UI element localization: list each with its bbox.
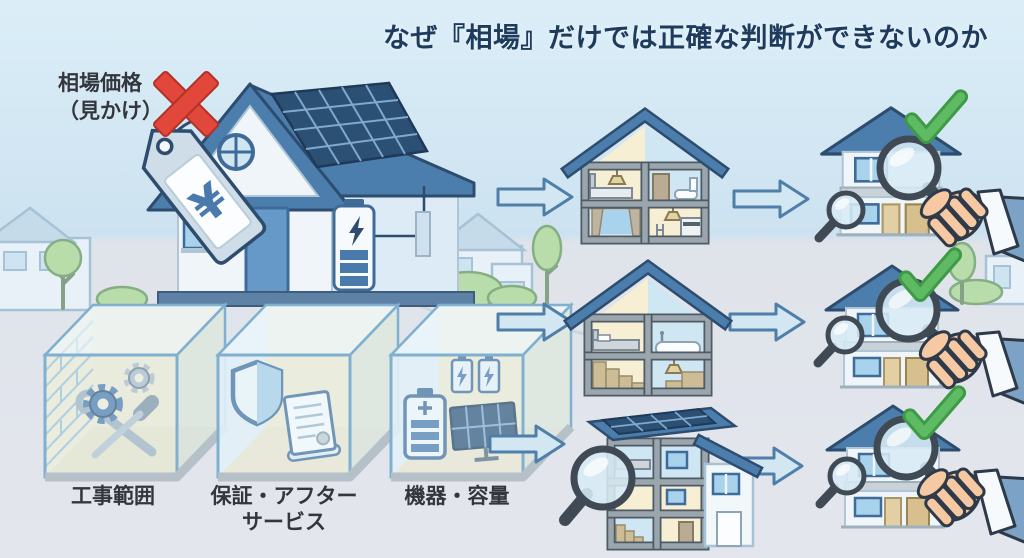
inspection-scene-3 (820, 388, 1024, 558)
factor-label-warranty: 保証・アフター サービス (210, 484, 358, 534)
arrow-icon (728, 302, 806, 342)
cross-section-house-1 (559, 106, 731, 245)
screwdriver-icon (91, 395, 159, 459)
conduit (415, 211, 431, 257)
battery-icon (403, 388, 447, 460)
inspection-scene-1 (819, 92, 1024, 303)
solar-roof (585, 406, 739, 442)
factor-label-equipment: 機器・容量 (404, 484, 510, 508)
gear-icon (123, 362, 155, 394)
factor-box-warranty (215, 301, 402, 482)
living-room (590, 206, 642, 238)
market-price-label-line2: （見かけ） (58, 98, 163, 123)
check-icon (904, 250, 954, 298)
side-extension (692, 433, 764, 548)
arrow-icon (496, 177, 574, 217)
round-window (217, 133, 255, 171)
arrow-icon (732, 179, 810, 219)
door (678, 521, 694, 544)
red-x-icon (153, 71, 219, 137)
tree-icon (43, 238, 83, 310)
background-house-far-right (947, 241, 1024, 306)
market-price-label-line1: 相場価格 (58, 71, 142, 95)
factor-label-construction: 工事範囲 (71, 484, 155, 508)
certificate-icon (282, 390, 342, 462)
window (665, 488, 687, 506)
page-title: なぜ『相場』だけでは正確な判断ができないのか (383, 23, 988, 54)
factor-box-construction (42, 301, 229, 482)
gear-icon (83, 384, 123, 424)
check-icon (908, 388, 958, 436)
bathroom (652, 173, 698, 205)
battery-unit (332, 199, 376, 292)
market-price-label: 相場価格 （見かけ） (58, 70, 163, 125)
window (665, 450, 689, 470)
bedroom (592, 329, 640, 351)
check-icon (910, 92, 960, 140)
price-tag: ¥ (141, 128, 267, 265)
solar-panel (269, 81, 429, 169)
bolt-icon (349, 216, 364, 246)
inspection-scene-2 (818, 250, 1024, 445)
tree-icon (531, 224, 563, 307)
cross-section-house-3 (559, 406, 764, 551)
bedroom (589, 168, 633, 199)
magnifier-icon (880, 139, 938, 197)
cross-section-house-2 (562, 258, 734, 397)
shield-icon (230, 359, 284, 427)
magnifier-icon (559, 449, 632, 526)
